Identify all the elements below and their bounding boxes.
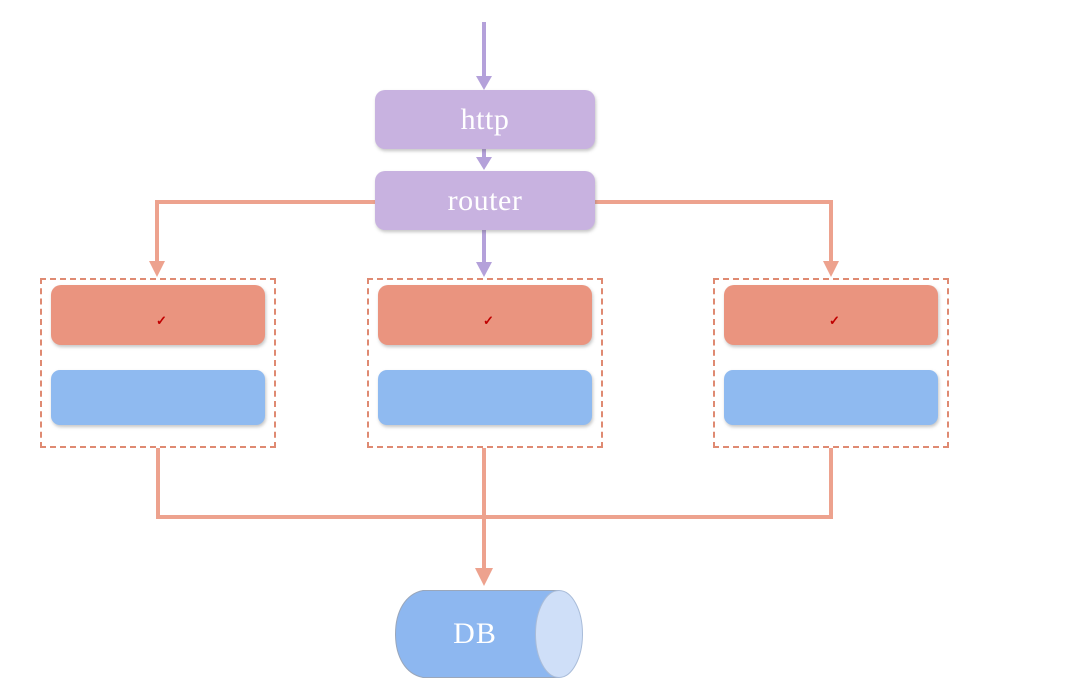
http-label: http <box>460 102 510 136</box>
servers-to-db-bus-line <box>156 448 833 519</box>
tinyid-server-node-3: ✓ <box>724 285 938 345</box>
id-range-node-3 <box>724 370 938 425</box>
tinyid-server-node-1: ✓ <box>51 285 265 345</box>
id-range-node-1 <box>51 370 265 425</box>
db-cylinder-cap <box>535 590 583 678</box>
tinyid-server-group-1: ✓ <box>40 278 276 448</box>
spellcheck-mark: ✓ <box>829 313 840 328</box>
tinyid-server-node-2: ✓ <box>378 285 592 345</box>
router-to-server3-arrow <box>595 200 839 277</box>
tinyid-server-group-3: ✓ <box>713 278 949 448</box>
router-label: router <box>447 183 523 217</box>
db-label: DB <box>453 617 497 650</box>
bus-to-db-arrow <box>475 448 493 586</box>
db-cylinder-body <box>395 590 560 678</box>
id-range-node-2 <box>378 370 592 425</box>
spellcheck-mark: ✓ <box>483 313 494 328</box>
router-to-server1-arrow <box>149 200 375 277</box>
db-cylinder-shape <box>395 590 583 678</box>
tinyid-server-group-2: ✓ <box>367 278 603 448</box>
incoming-request-arrow <box>476 22 492 90</box>
router-to-server2-arrow <box>476 230 492 277</box>
http-to-router-arrow <box>476 149 492 170</box>
spellcheck-mark: ✓ <box>156 313 167 328</box>
db-node: DB <box>395 590 555 678</box>
http-node: http <box>375 90 595 149</box>
router-node: router <box>375 171 595 230</box>
